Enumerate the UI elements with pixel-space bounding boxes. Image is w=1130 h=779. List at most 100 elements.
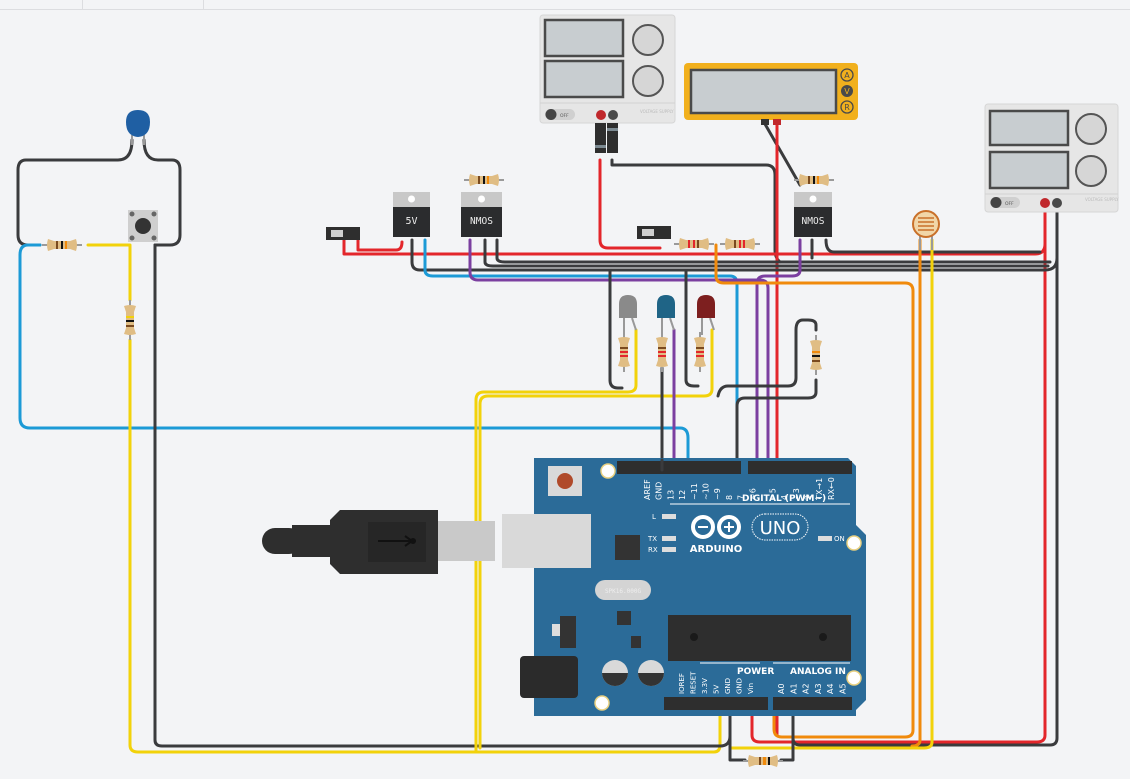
wire-orange[interactable]	[910, 238, 922, 748]
toolbar-tab-1[interactable]	[0, 0, 83, 9]
resistor[interactable]	[673, 237, 715, 251]
wire-yellow[interactable]	[474, 328, 638, 752]
wire-black[interactable]	[824, 238, 1042, 254]
wire-black[interactable]	[763, 122, 802, 187]
wire-black[interactable]	[735, 378, 818, 472]
power-pin-label: GND	[724, 678, 732, 694]
digital-pin-label: 4	[780, 495, 789, 500]
led-white[interactable]	[619, 295, 637, 335]
ceramic-capacitor[interactable]	[126, 110, 150, 145]
wire-yellow[interactable]	[86, 243, 132, 302]
resistor[interactable]	[742, 754, 784, 768]
power-pin-label: 5V	[713, 685, 721, 694]
wire-black[interactable]	[410, 203, 1059, 272]
wire-black[interactable]	[684, 268, 700, 388]
power-header	[664, 697, 768, 710]
wire-black[interactable]	[608, 268, 624, 390]
digital-pin-label: ~6	[748, 488, 757, 500]
analog-pin-label: A4	[826, 683, 835, 694]
wire-black[interactable]	[16, 138, 134, 247]
terminal-positive[interactable]	[596, 110, 606, 120]
led-blue[interactable]	[657, 295, 675, 335]
photoresistor[interactable]	[912, 210, 940, 250]
digital-label: DIGITAL (PWM~)	[742, 494, 826, 504]
digital-pin-label: 2	[804, 495, 813, 500]
analog-pin-label: A1	[789, 683, 798, 694]
led-label-rx: RX	[648, 546, 658, 554]
diode[interactable]	[595, 123, 606, 153]
wire-red[interactable]	[598, 158, 662, 250]
terminal-positive[interactable]	[1040, 198, 1050, 208]
mode-ammeter[interactable]: A	[840, 68, 854, 82]
wire-black[interactable]	[142, 138, 182, 247]
multimeter[interactable]: A V R	[684, 63, 858, 120]
resistor[interactable]	[463, 173, 505, 187]
toolbar-tab-2[interactable]	[83, 0, 204, 9]
digital-pin-label: AREF	[643, 479, 652, 500]
switch-label: OFF	[560, 113, 569, 119]
resistor[interactable]	[41, 238, 83, 252]
led-red[interactable]	[697, 295, 715, 335]
pushbutton[interactable]	[128, 210, 158, 242]
digital-pin-label: TX→1	[815, 478, 824, 501]
display-voltage	[988, 109, 1070, 147]
power-supply-top[interactable]: OFF VOLTAGE SUPPLY	[539, 14, 676, 124]
resistor[interactable]	[655, 331, 669, 373]
resistor[interactable]	[693, 331, 707, 373]
mode-ohmmeter[interactable]: R	[840, 100, 854, 114]
wire-black[interactable]	[483, 238, 1050, 268]
power-supply-right[interactable]: OFF VOLTAGE SUPPLY	[984, 103, 1119, 213]
analog-pin-label: A0	[777, 683, 786, 694]
mosfet-right[interactable]: NMOS	[794, 192, 832, 237]
resistor[interactable]	[617, 331, 631, 373]
probe-red[interactable]	[773, 119, 781, 125]
wire-yellow[interactable]	[128, 338, 722, 754]
terminal-negative[interactable]	[608, 110, 618, 120]
wire-yellow[interactable]	[728, 238, 934, 750]
wire-orange[interactable]	[714, 243, 915, 739]
resistor[interactable]	[719, 237, 761, 251]
wire-black[interactable]	[495, 238, 1052, 264]
digital-header-right	[748, 461, 852, 474]
power-pin-label: IOREF	[678, 673, 686, 694]
resistor[interactable]	[809, 334, 823, 376]
wire-yellow[interactable]	[478, 328, 714, 750]
current-knob[interactable]	[632, 65, 664, 97]
slide-switch[interactable]	[326, 227, 360, 240]
terminal-negative[interactable]	[1052, 198, 1062, 208]
display-voltage	[543, 18, 625, 58]
voltage-regulator[interactable]: 5V	[393, 192, 430, 237]
wire-purple[interactable]	[468, 238, 770, 472]
voltage-knob[interactable]	[632, 24, 664, 56]
display-current	[988, 150, 1070, 190]
wire-purple[interactable]	[755, 238, 802, 472]
wire-blue[interactable]	[18, 243, 690, 472]
wire-black[interactable]	[716, 318, 818, 398]
slide-switch[interactable]	[637, 226, 671, 239]
wire-black[interactable]	[779, 703, 795, 762]
arduino-model: UNO	[760, 518, 801, 539]
resistor[interactable]	[123, 299, 137, 341]
wire-red[interactable]	[750, 203, 1047, 744]
mode-voltmeter[interactable]: V	[841, 85, 853, 97]
resistor[interactable]	[793, 173, 835, 187]
wire-black[interactable]	[728, 703, 747, 762]
wire-red[interactable]	[356, 238, 404, 252]
mosfet-left[interactable]: NMOS	[461, 192, 502, 237]
svg-text:A: A	[844, 71, 850, 80]
barrel-jack	[520, 656, 578, 698]
digital-pin-label: ~11	[690, 483, 699, 500]
multimeter-display	[689, 68, 838, 115]
power-pin-label: 3.3V	[701, 678, 709, 694]
mosfet-label: NMOS	[470, 216, 493, 227]
probe-black[interactable]	[761, 119, 769, 125]
crystal	[595, 580, 651, 600]
diode[interactable]	[607, 123, 618, 153]
digital-pin-label: 7	[737, 495, 746, 500]
power-pin-label: GND	[736, 678, 744, 694]
current-knob[interactable]	[1075, 155, 1107, 187]
voltage-knob[interactable]	[1075, 113, 1107, 145]
